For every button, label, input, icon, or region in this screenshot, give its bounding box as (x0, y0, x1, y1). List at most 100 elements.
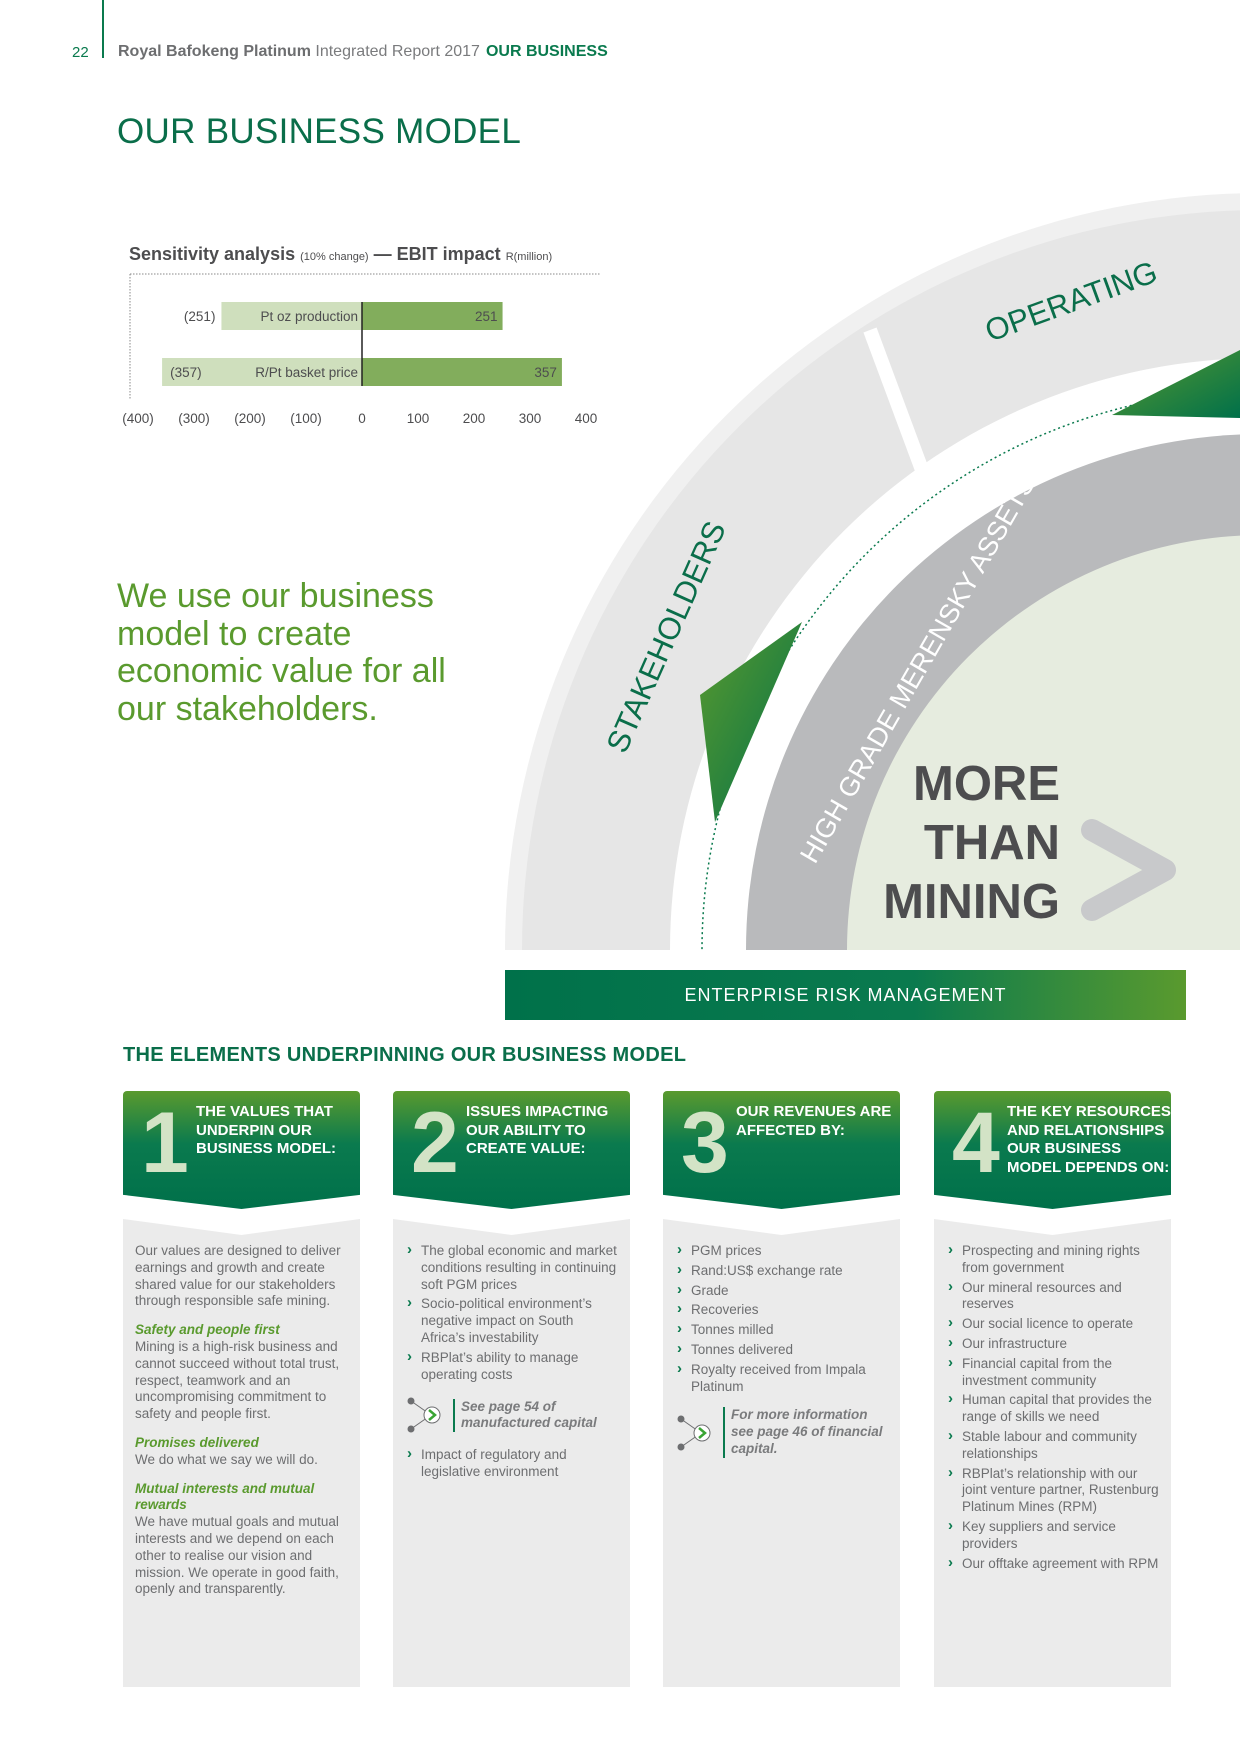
column-body: Our values are designed to deliver earni… (123, 1219, 360, 1687)
bar-negative (162, 358, 362, 386)
x-tick-label: (400) (122, 411, 154, 426)
chart-title-main: Sensitivity analysis (129, 244, 296, 264)
column-title: The values that underpin our business mo… (196, 1103, 337, 1157)
element-column-1: 1 The values that underpin our business … (123, 1091, 360, 1687)
center-line-3: MINING (883, 875, 1060, 929)
issues-list-continued: Impact of regulatory and legislative env… (405, 1446, 618, 1481)
cross-reference-text: See page 54 of manufactured capital (453, 1398, 618, 1433)
x-tick-label: 200 (463, 411, 486, 426)
list-item: Our social licence to operate (946, 1315, 1159, 1333)
column-number: 2 (411, 1095, 459, 1191)
value-heading: Promises delivered (135, 1434, 259, 1450)
x-tick-label: (300) (178, 411, 210, 426)
value-heading: Mutual interests and mutual rewards (135, 1480, 315, 1513)
chart-title-note: (10% change) (300, 251, 369, 263)
chevron-right-icon (1081, 819, 1176, 921)
list-item: Recoveries (675, 1301, 888, 1319)
header-rule (102, 0, 104, 58)
page-title: OUR BUSINESS MODEL (117, 112, 522, 151)
category-label: Pt oz production (260, 309, 358, 324)
list-item: Socio-political environment’s negative i… (405, 1295, 618, 1346)
column-number: 4 (952, 1095, 1000, 1191)
list-item: Our mineral resources and reserves (946, 1279, 1159, 1314)
chart-title-dash: — (373, 244, 392, 264)
data-label-negative: (357) (170, 365, 202, 380)
column-number: 1 (141, 1095, 189, 1191)
column-body: PGM prices Rand:US$ exchange rate Grade … (663, 1219, 900, 1687)
page-number: 22 (72, 44, 89, 61)
column-header: 3 Our revenues are affected by: (663, 1091, 900, 1209)
erm-banner: ENTERPRISE RISK MANAGEMENT (505, 970, 1186, 1020)
list-item: Stable labour and community relationship… (946, 1428, 1159, 1463)
x-tick-label: (100) (290, 411, 322, 426)
data-label-positive: 251 (475, 309, 498, 324)
data-label-negative: (251) (184, 309, 216, 324)
list-item: Financial capital from the investment co… (946, 1355, 1159, 1390)
center-line-2: THAN (924, 816, 1060, 870)
column-number: 3 (681, 1095, 729, 1191)
column-header: 1 The values that underpin our business … (123, 1091, 360, 1209)
x-tick-label: 0 (358, 411, 366, 426)
list-item: Tonnes delivered (675, 1341, 888, 1359)
elements-heading: THE ELEMENTS UNDERPINNING OUR BUSINESS M… (123, 1044, 687, 1066)
chart-title: Sensitivity analysis (10% change) — EBIT… (129, 244, 552, 265)
ring-divider (863, 327, 932, 481)
chart-subtitle: EBIT impact (396, 244, 501, 264)
chart-unit: R(million) (505, 251, 553, 263)
bar-negative (221, 302, 362, 330)
column-title: Issues impacting our ability to create v… (466, 1103, 609, 1157)
revenue-factors-list: PGM prices Rand:US$ exchange rate Grade … (675, 1242, 888, 1396)
tagline: We use our business model to create econ… (117, 577, 446, 728)
element-column-2: 2 Issues impacting our ability to create… (393, 1091, 630, 1687)
x-tick-label: 400 (575, 411, 598, 426)
list-item: RBPlat’s relationship with our joint ven… (946, 1465, 1159, 1516)
value-text: Mining is a high-risk business and canno… (135, 1338, 340, 1422)
bar-positive (362, 358, 562, 386)
element-column-4: 4 The key resources and relationships ou… (934, 1091, 1171, 1687)
list-item: Key suppliers and service providers (946, 1518, 1159, 1553)
list-item: Our offtake agreement with RPM (946, 1555, 1159, 1573)
cross-reference[interactable]: For more information see page 46 of fina… (677, 1407, 888, 1458)
column-body: The global economic and market condition… (393, 1219, 630, 1687)
column-body: Prospecting and mining rights from gover… (934, 1219, 1171, 1687)
list-item: Human capital that provides the range of… (946, 1391, 1159, 1426)
data-label-positive: 357 (534, 365, 557, 380)
x-tick-label: (200) (234, 411, 266, 426)
column-title: The key resources and relationships our … (1007, 1103, 1171, 1176)
column-header: 4 The key resources and relationships ou… (934, 1091, 1171, 1209)
cross-reference-icon (407, 1397, 441, 1433)
value-text: We do what we say we will do. (135, 1451, 318, 1467)
resources-list: Prospecting and mining rights from gover… (946, 1242, 1159, 1573)
green-arrow-right (1112, 350, 1240, 418)
list-item: RBPlat’s ability to manage operating cos… (405, 1349, 618, 1384)
list-item: Impact of regulatory and legislative env… (405, 1446, 618, 1481)
cross-reference[interactable]: See page 54 of manufactured capital (407, 1395, 618, 1435)
green-arrow-left (700, 622, 802, 822)
issues-list: The global economic and market condition… (405, 1242, 618, 1384)
list-item: Prospecting and mining rights from gover… (946, 1242, 1159, 1277)
list-item: Tonnes milled (675, 1321, 888, 1339)
cross-reference-text: For more information see page 46 of fina… (723, 1407, 888, 1458)
list-item: Our infrastructure (946, 1335, 1159, 1353)
report-name: Integrated Report 2017 (315, 43, 480, 60)
list-item: Rand:US$ exchange rate (675, 1262, 888, 1280)
x-tick-label: 100 (407, 411, 430, 426)
column-title: Our revenues are affected by: (736, 1103, 892, 1139)
value-heading: Safety and people first (135, 1322, 280, 1338)
business-model-diagram: STAKEHOLDERS OPERATING HIGH GRADE MERENS… (505, 193, 1240, 950)
section-name: OUR BUSINESS (485, 43, 608, 60)
list-item: The global economic and market condition… (405, 1242, 618, 1293)
bar-positive (362, 302, 503, 330)
list-item: Royalty received from Impala Platinum (675, 1361, 888, 1396)
values-intro: Our values are designed to deliver earni… (135, 1243, 341, 1309)
column-header: 2 Issues impacting our ability to create… (393, 1091, 630, 1209)
cross-reference-icon (677, 1415, 711, 1451)
company-name: Royal Bafokeng Platinum (118, 43, 311, 60)
x-tick-label: 300 (519, 411, 542, 426)
value-text: We have mutual goals and mutual interest… (135, 1514, 339, 1597)
element-column-3: 3 Our revenues are affected by: PGM pric… (663, 1091, 900, 1687)
category-label: R/Pt basket price (255, 365, 358, 380)
